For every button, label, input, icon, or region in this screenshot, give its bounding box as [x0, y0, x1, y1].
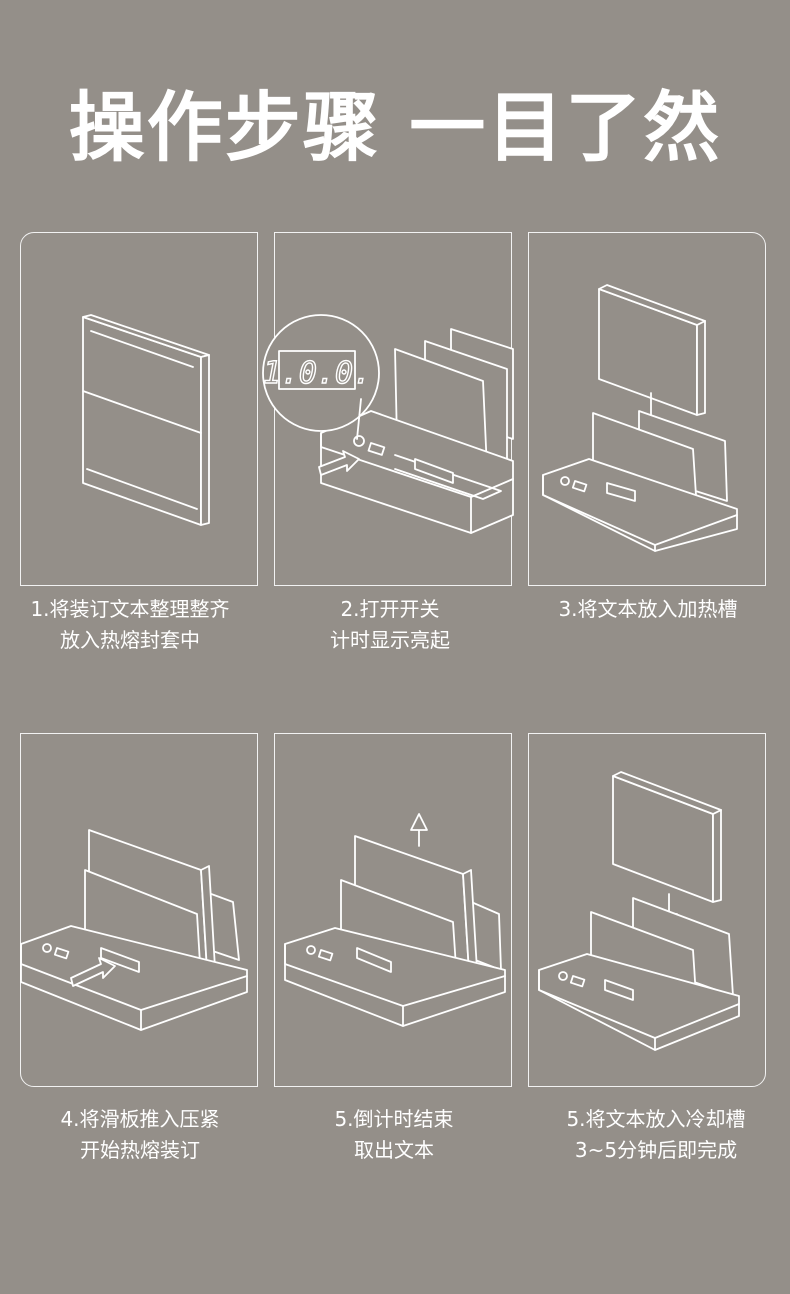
- step-6-caption: 5.将文本放入冷却槽 3~5分钟后即完成: [530, 1104, 782, 1166]
- step-6-line-1: 5.将文本放入冷却槽: [566, 1107, 746, 1131]
- step-1-illustration: [82, 314, 210, 526]
- step-4-line-1: 4.将滑板推入压紧: [60, 1107, 220, 1131]
- page-title: 操作步骤 一目了然: [68, 83, 722, 172]
- step-5-line-2: 取出文本: [354, 1138, 434, 1162]
- step-2-line-2: 计时显示亮起: [330, 628, 450, 652]
- step-5-line-1: 5.倒计时结束: [334, 1107, 454, 1131]
- step-6-illustration: [538, 771, 740, 1051]
- step-5-illustration: [284, 813, 506, 1027]
- step-3-line-1: 3.将文本放入加热槽: [558, 597, 738, 621]
- step-3-illustration: [542, 284, 738, 552]
- step-4-line-2: 开始热熔装订: [80, 1138, 200, 1162]
- timer-display: 1.0.0.: [263, 356, 371, 391]
- step-1-panel: [20, 232, 258, 586]
- step-2-panel: 1.0.0.: [262, 232, 514, 586]
- step-1-caption: 1.将装订文本整理整齐 放入热熔封套中: [4, 594, 256, 656]
- step-3-panel: [528, 232, 766, 586]
- step-5-panel: [274, 733, 512, 1087]
- step-2-illustration: 1.0.0.: [262, 314, 514, 534]
- step-4-panel: [20, 733, 258, 1087]
- step-1-line-2: 放入热熔封套中: [60, 628, 200, 652]
- step-6-panel: [528, 733, 766, 1087]
- step-5-caption: 5.倒计时结束 取出文本: [268, 1104, 520, 1166]
- step-6-line-2: 3~5分钟后即完成: [574, 1138, 738, 1162]
- step-2-caption: 2.打开开关 计时显示亮起: [264, 594, 516, 656]
- step-1-line-1: 1.将装订文本整理整齐: [30, 597, 230, 621]
- step-2-line-1: 2.打开开关: [340, 597, 440, 621]
- step-4-illustration: [20, 829, 248, 1031]
- step-3-caption: 3.将文本放入加热槽: [522, 594, 774, 625]
- step-4-caption: 4.将滑板推入压紧 开始热熔装订: [14, 1104, 266, 1166]
